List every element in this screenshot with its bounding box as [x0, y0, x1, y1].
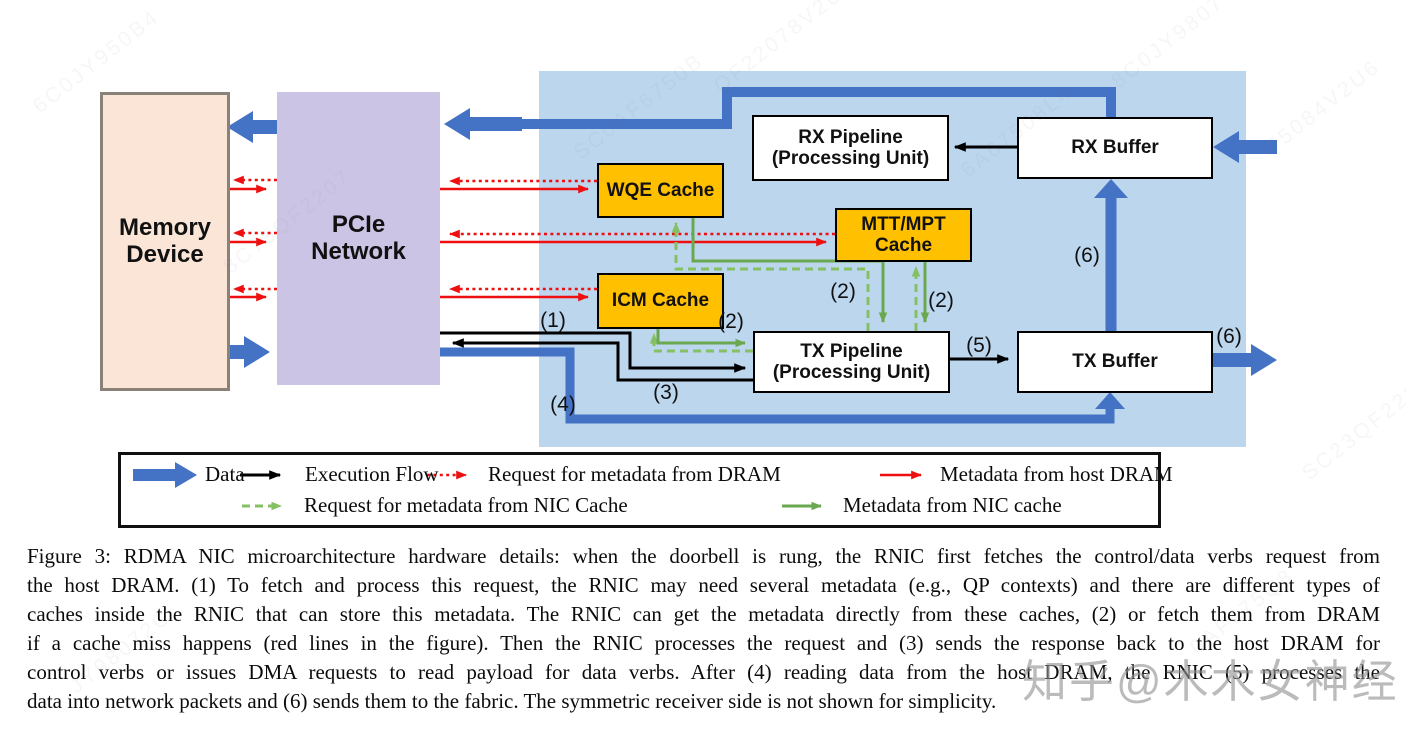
step-label-4: (4) [550, 393, 576, 416]
mtt-mpt-cache-label: Cache [874, 235, 933, 256]
exec-response-3 [451, 338, 753, 382]
req-nic-icm [649, 332, 753, 353]
mtt-mpt-cache-label: MTT/MPT [861, 213, 946, 235]
tx-pipeline-box: TX Pipeline (Processing Unit) [753, 331, 950, 393]
caption-line: data into network packets and (6) sends … [27, 689, 997, 713]
step-label-2: (2) [718, 310, 744, 333]
icm-cache-label: ICM Cache [611, 290, 710, 312]
step-label-6: (6) [1074, 244, 1100, 267]
tx-buffer-label: TX Buffer [1072, 351, 1158, 373]
step-label-5: (5) [966, 334, 992, 357]
request-dram-arrows [232, 175, 835, 480]
rx-pipeline-box: RX Pipeline (Processing Unit) [752, 115, 949, 181]
caption-line: Figure 3: RDMA NIC microarchitecture har… [27, 544, 1380, 568]
zhihu-watermark: 知乎@木木女神经 [1022, 656, 1399, 707]
pcie-network-label: PCIe [331, 210, 386, 238]
memory-device-box: Memory Device [100, 92, 230, 391]
tx-pipeline-label: TX Pipeline [800, 340, 903, 362]
rx-buffer-box: RX Buffer [1017, 117, 1213, 179]
metadata-dram-arrows [224, 184, 923, 480]
exec-doorbell-1 [440, 331, 747, 373]
legend-label-execution-flow: Execution Flow [305, 462, 439, 486]
mtt-mpt-cache-box: MTT/MPT Cache [835, 208, 972, 262]
legend-box [118, 452, 1161, 528]
legend-label-request-dram: Request for metadata from DRAM [488, 462, 781, 486]
request-nic-cache-arrows [242, 221, 921, 511]
legend-label-metadata-dram: Metadata from host DRAM [940, 462, 1173, 486]
step-label-1: (1) [540, 309, 566, 332]
step-label-2: (2) [928, 289, 954, 312]
wqe-cache-box: WQE Cache [597, 163, 724, 218]
rx-pipeline-label: (Processing Unit) [771, 148, 930, 169]
caption-line: the host DRAM. (1) To fetch and process … [27, 573, 1380, 597]
legend-label-request-nic: Request for metadata from NIC Cache [304, 493, 628, 517]
caption-line: control verbs or issues DMA requests to … [27, 660, 1380, 684]
memory-device-label: Device [126, 240, 204, 268]
pcie-network-box: PCIe Network [277, 92, 440, 385]
caption-line: if a cache miss happens (red lines in th… [27, 631, 1380, 655]
tx-pipeline-label: (Processing Unit) [772, 362, 931, 383]
memory-device-label: Memory [118, 213, 212, 241]
icm-cache-box: ICM Cache [597, 273, 724, 329]
data-arrow-into-pcie-top [444, 108, 522, 140]
pcie-network-label: Network [311, 237, 406, 265]
data-arrow-txbuffer-to-rxbuffer [1094, 179, 1128, 331]
data-arrow-txbuffer-to-fabric [1209, 344, 1277, 376]
metadata-nic-cache-arrows [656, 214, 930, 511]
data-arrow-pcie-to-memory [227, 111, 278, 143]
req-nic-wqe [671, 221, 870, 331]
data-arrow-memory-to-pcie [224, 336, 270, 368]
rx-pipeline-label: RX Pipeline [798, 126, 903, 148]
step-label-3: (3) [653, 381, 679, 404]
step-label-2: (2) [830, 280, 856, 303]
tx-buffer-box: TX Buffer [1017, 331, 1213, 393]
meta-nic-icm [656, 325, 747, 348]
figure-caption: Figure 3: RDMA NIC microarchitecture har… [27, 542, 1380, 716]
legend-label-metadata-nic: Metadata from NIC cache [843, 493, 1062, 517]
data-arrowhead-into-txbuffer [1095, 392, 1125, 419]
data-path-rxbuffer-to-host [470, 87, 1116, 129]
data-arrows [133, 87, 1277, 488]
rx-buffer-label: RX Buffer [1071, 137, 1159, 159]
caption-line: caches inside the RNIC that can store th… [27, 602, 1380, 626]
legend-label-data: Data [205, 462, 245, 486]
legend-data-arrow [133, 462, 197, 488]
meta-nic-wqe [691, 214, 888, 324]
step-label-6: (6) [1216, 325, 1242, 348]
wqe-cache-label: WQE Cache [606, 179, 715, 201]
execution-flow-arrows [240, 142, 1017, 480]
data-arrow-fabric-into-rxbuffer [1213, 131, 1277, 163]
